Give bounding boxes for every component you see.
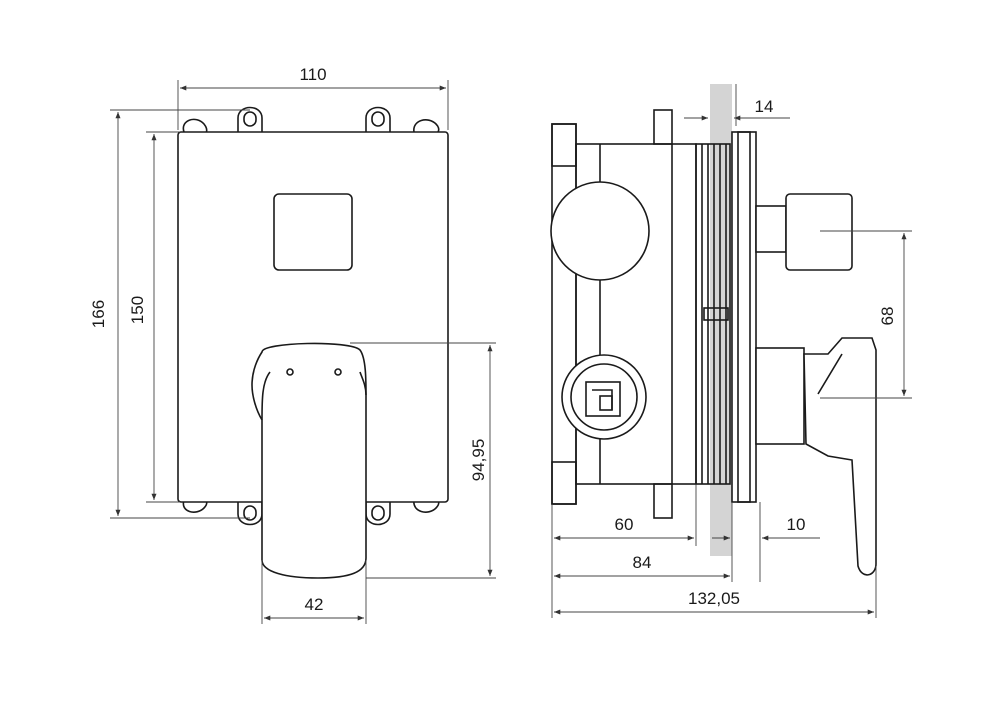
mounting-lugs-top <box>182 106 440 136</box>
diverter-knob-side <box>755 193 853 271</box>
dimension-label-42: 42 <box>305 595 324 614</box>
dimension-label-150: 150 <box>128 296 147 324</box>
dimension-132-05: 132,05 <box>554 566 877 618</box>
side-cover-flange <box>731 131 757 503</box>
dimension-110: 110 <box>177 65 449 130</box>
dimension-label-166: 166 <box>89 300 108 328</box>
dimension-label-84: 84 <box>633 553 652 572</box>
front-view: 110 166 150 94,95 42 <box>89 65 496 624</box>
dimension-166: 166 <box>89 109 250 519</box>
dimension-label-14: 14 <box>755 97 774 116</box>
dimension-68: 68 <box>820 230 912 399</box>
dimension-label-110: 110 <box>299 65 326 84</box>
lever-handle <box>251 342 367 579</box>
dimension-150: 150 <box>128 131 180 503</box>
side-view: 14 68 60 10 84 <box>550 84 912 618</box>
dimension-label-60: 60 <box>615 515 634 534</box>
dimension-60: 60 <box>551 484 697 618</box>
upper-port <box>550 181 650 281</box>
dimension-84: 84 <box>554 553 730 579</box>
dimension-94-95: 94,95 <box>350 342 496 579</box>
dimension-42: 42 <box>261 560 367 624</box>
diverter-knob <box>273 193 353 271</box>
dimension-label-132-05: 132,05 <box>688 589 740 608</box>
dimension-label-10: 10 <box>787 515 806 534</box>
lower-cartridge <box>561 354 647 440</box>
dimension-14: 14 <box>684 84 790 126</box>
dimension-label-68: 68 <box>878 307 897 326</box>
threaded-sleeve <box>695 143 731 485</box>
dimension-10: 10 <box>712 502 820 582</box>
mixer-body <box>551 109 697 519</box>
dimension-label-94-95: 94,95 <box>469 439 488 482</box>
lever-handle-side <box>755 337 877 576</box>
